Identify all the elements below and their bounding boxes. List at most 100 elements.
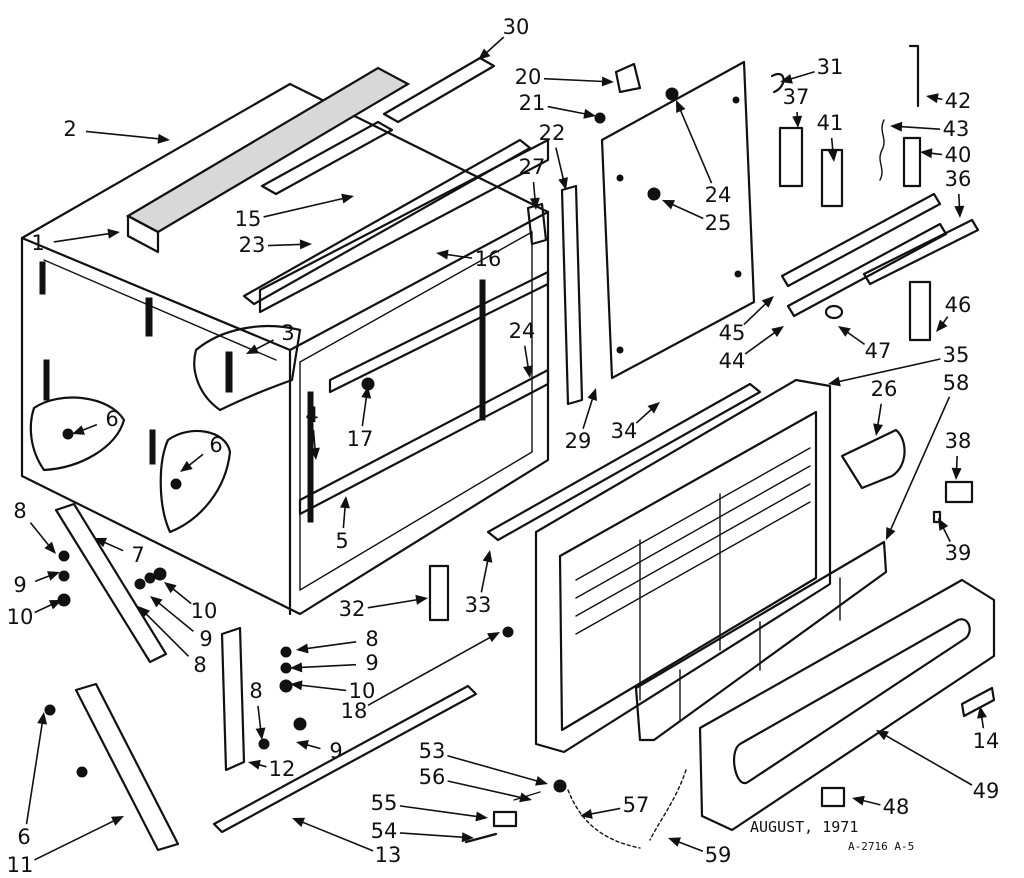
callout-label-c54: 54 [371, 819, 398, 843]
leader-arrowhead-c36 [954, 205, 965, 218]
leader-arrowhead-c10b [164, 582, 177, 594]
callout-label-c9b: 9 [199, 627, 212, 651]
leader-arrowhead-c44 [771, 326, 784, 337]
callout-label-c29: 29 [565, 429, 592, 453]
callout-label-c31: 31 [817, 55, 844, 79]
leader-arrowhead-c58 [886, 527, 896, 540]
callout-label-c3: 3 [281, 321, 294, 345]
leader-arrowhead-c47 [838, 326, 851, 337]
leader-arrowhead-c8d [255, 727, 266, 740]
leader-arrowhead-c8c [296, 643, 309, 654]
leader-arrowhead-c54 [461, 832, 474, 843]
callout-label-c24a: 24 [509, 319, 536, 343]
leader-line-c43 [897, 125, 941, 130]
leader-arrowhead-c23 [299, 239, 312, 250]
callout-label-c20: 20 [515, 65, 542, 89]
callout-label-c53: 53 [419, 739, 446, 763]
callout-label-c10a: 10 [7, 605, 34, 629]
leader-arrowhead-c40 [920, 148, 933, 159]
leader-line-c49 [882, 733, 973, 786]
leader-arrowhead-c20 [601, 76, 614, 87]
leader-arrowhead-c26 [873, 423, 883, 436]
callout-label-c10c: 10 [349, 679, 376, 703]
callout-label-c1: 1 [31, 231, 44, 255]
leader-arrowhead-c25 [662, 200, 675, 210]
leader-arrowhead-c8a [44, 541, 56, 554]
leader-line-c9b [155, 600, 194, 632]
callout-label-c24b: 24 [705, 183, 732, 207]
leader-line-c13 [299, 820, 374, 852]
leader-arrowhead-c24a [523, 365, 533, 378]
leader-arrowhead-c46 [936, 319, 948, 332]
leader-arrowhead-c8b [138, 606, 151, 618]
callout-label-c9a: 9 [13, 573, 26, 597]
leader-arrowhead-c12 [248, 759, 261, 770]
shaft-assemblies [780, 192, 980, 342]
leader-arrowhead-c7 [94, 537, 107, 548]
leader-line-c35 [835, 358, 941, 384]
leader-line-c24b [678, 107, 713, 184]
leader-arrowhead-c32 [415, 594, 428, 605]
leader-arrowhead-c9d [296, 740, 309, 750]
rear-panel-rail [242, 138, 532, 306]
leader-arrowhead-c21 [583, 108, 596, 119]
callout-label-c27: 27 [519, 155, 546, 179]
leader-arrowhead-c43 [890, 121, 903, 132]
leader-arrowhead-c2 [157, 133, 170, 144]
leader-arrowhead-c34 [647, 402, 660, 414]
leader-line-c9c [297, 663, 357, 669]
callout-leaders [25, 36, 987, 861]
callout-label-c32: 32 [339, 597, 366, 621]
leader-line-c16 [443, 253, 473, 259]
leader-line-c6c [25, 719, 44, 825]
leader-arrowhead-c29 [587, 388, 597, 401]
leader-arrowhead-c55 [475, 811, 488, 822]
filter-58 [634, 540, 888, 742]
callout-label-c30: 30 [503, 15, 530, 39]
callout-label-c6c: 6 [17, 825, 30, 849]
strip-33 [486, 382, 762, 542]
leader-arrowhead-c27 [529, 197, 540, 210]
leader-arrowhead-c16 [436, 249, 449, 260]
leader-line-c30 [483, 36, 505, 56]
leader-arrowhead-c14 [977, 706, 987, 719]
callout-label-c6a: 6 [105, 407, 118, 431]
leader-arrowhead-c5 [339, 496, 350, 509]
leader-arrowhead-c4 [309, 447, 320, 460]
callout-label-c34: 34 [611, 419, 638, 443]
callout-label-c4: 4 [305, 403, 318, 427]
cutaway-detail-6b [159, 429, 232, 534]
leader-line-c17 [361, 393, 368, 427]
leader-arrowhead-c9c [290, 662, 303, 673]
callout-label-c14: 14 [973, 729, 1000, 753]
leader-line-c8d [257, 705, 262, 733]
callout-label-c10b: 10 [191, 599, 218, 623]
leader-line-c56 [447, 780, 525, 800]
leader-line-c58 [888, 396, 951, 534]
leader-arrowhead-c24b [676, 100, 686, 113]
callout-label-c55: 55 [371, 791, 398, 815]
diagram-date: AUGUST, 1971 [750, 818, 858, 836]
callout-label-c17: 17 [347, 427, 374, 451]
leader-arrowhead-c30 [478, 48, 491, 60]
callout-label-c35: 35 [943, 343, 970, 367]
leader-arrowhead-c18 [487, 632, 500, 643]
leader-arrowhead-c48 [852, 795, 865, 806]
leader-line-c31 [787, 71, 815, 81]
chain-assembly [464, 769, 687, 849]
leader-arrowhead-c49 [876, 730, 889, 741]
leader-line-c1 [53, 232, 113, 243]
callout-label-c2: 2 [63, 117, 76, 141]
leader-arrowhead-c22 [558, 177, 568, 190]
foam-seal-strip [125, 66, 411, 254]
mounting-brackets [44, 502, 514, 852]
leader-arrowhead-c41 [827, 149, 838, 162]
callout-label-c36: 36 [945, 167, 972, 191]
leader-line-c45 [743, 300, 769, 326]
leader-line-c33 [480, 557, 490, 593]
leader-arrowhead-c53 [535, 775, 548, 786]
leader-arrowhead-c39 [938, 518, 949, 531]
front-panel-49 [698, 578, 996, 832]
leader-line-c57 [587, 807, 621, 816]
